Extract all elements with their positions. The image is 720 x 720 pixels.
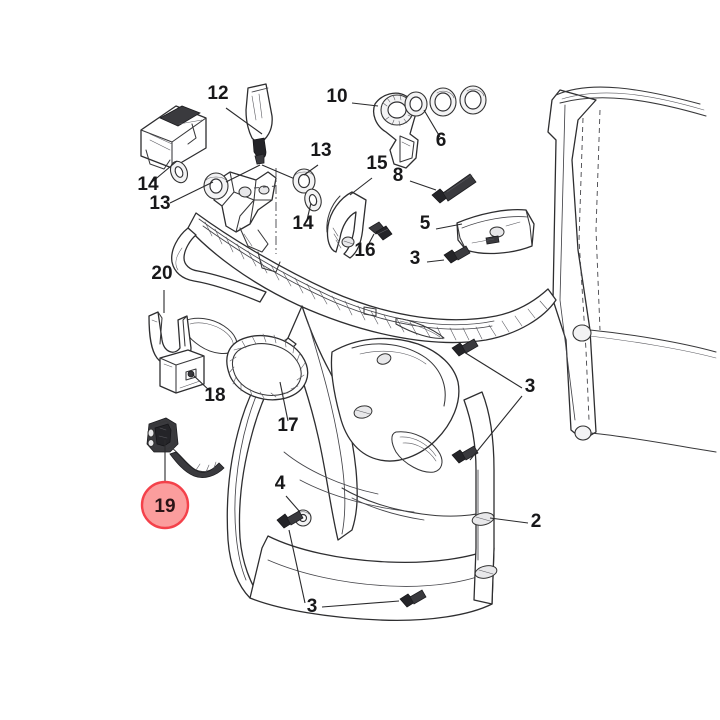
part-15-retainer-bracket — [326, 191, 367, 259]
part-3-housing-bolts — [451, 338, 479, 464]
callout-2: 2 — [531, 511, 542, 532]
part-8-long-bolt — [431, 173, 477, 204]
mount-bracket — [213, 171, 281, 273]
part-14b-washer — [304, 188, 322, 212]
part-5-cover-plate — [456, 208, 535, 255]
part-3a-bolt — [443, 245, 471, 264]
highlight-number-label: 19 — [154, 496, 175, 517]
part-3c-bolt-bottom — [399, 589, 427, 608]
callout-5: 5 — [420, 213, 431, 234]
callout-3a: 3 — [410, 248, 421, 269]
part-16-screw — [368, 221, 393, 241]
callout-20: 20 — [151, 263, 172, 284]
highlight-circle[interactable] — [140, 480, 190, 530]
callout-4: 4 — [275, 473, 286, 494]
callout-6: 6 — [436, 130, 447, 151]
callout-12: 12 — [207, 83, 228, 104]
callout-14b: 14 — [292, 213, 314, 234]
callout-14a: 14 — [137, 174, 159, 195]
callout-17: 17 — [277, 415, 298, 436]
callout-13b: 13 — [310, 140, 331, 161]
part-12-anode-block — [140, 105, 207, 170]
callout-labels: 12 14 13 13 14 15 16 10 6 8 5 3 20 18 17… — [137, 83, 541, 617]
sealant-tube — [245, 83, 273, 165]
part-18-module-box — [159, 349, 205, 394]
part-6-bushing-rings — [404, 85, 487, 117]
part-14a-washer — [169, 160, 189, 184]
callout-10: 10 — [326, 86, 347, 107]
part-3c-bolt-left — [276, 510, 304, 529]
callout-16: 16 — [354, 240, 375, 261]
part-19-sensor-harness — [146, 417, 225, 478]
part-13b-grommet — [292, 168, 316, 194]
callout-3c: 3 — [307, 596, 318, 617]
part-13a-grommet — [203, 172, 229, 200]
callout-15: 15 — [366, 153, 388, 174]
leader-lines — [151, 102, 529, 608]
callout-18: 18 — [204, 385, 225, 406]
callout-3b: 3 — [525, 376, 536, 397]
callout-8: 8 — [393, 165, 404, 186]
highlighted-callout-19[interactable]: 19 — [140, 480, 190, 530]
callout-13a: 13 — [149, 193, 170, 214]
